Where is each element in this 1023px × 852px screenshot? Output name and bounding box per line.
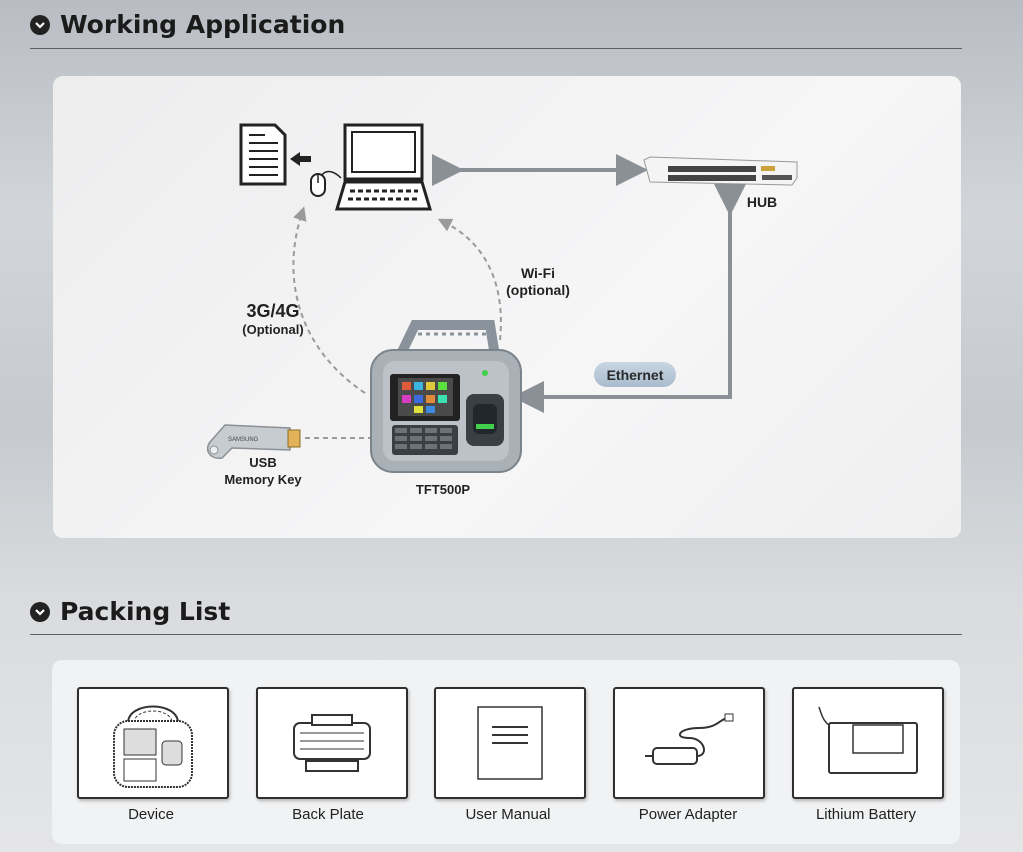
packing-item-power-adapter	[613, 687, 765, 799]
network-switch-icon	[643, 156, 798, 186]
working-application-title: Working Application	[60, 10, 346, 39]
cellular-label-line2: (Optional)	[242, 322, 304, 337]
wifi-label-line2: (optional)	[506, 282, 570, 298]
packing-item-lithium-battery	[792, 687, 944, 799]
chevron-down-icon[interactable]	[30, 14, 50, 35]
device-label: TFT500P	[415, 482, 471, 497]
chevron-down-icon[interactable]	[30, 601, 50, 622]
usb-key-icon: SAMSUNG	[206, 424, 301, 459]
packing-list-title: Packing List	[60, 597, 231, 626]
divider	[30, 634, 962, 635]
usb-label-line1: USB	[249, 455, 277, 470]
computer-icon	[334, 123, 433, 211]
arrow-left-icon	[290, 152, 311, 166]
packing-item-user-manual	[434, 687, 586, 799]
hub-label: HUB	[746, 194, 778, 210]
packing-item-power-adapter-label: Power Adapter	[638, 806, 738, 823]
packing-item-device	[77, 687, 229, 799]
packing-item-user-manual-label: User Manual	[465, 806, 551, 823]
wifi-label-line1: Wi-Fi	[520, 265, 556, 281]
packing-item-device-label: Device	[128, 806, 174, 823]
divider	[30, 48, 962, 49]
back-plate-icon	[293, 714, 371, 772]
packing-item-lithium-battery-label: Lithium Battery	[815, 806, 917, 823]
document-icon	[239, 123, 287, 186]
wifi-label: Wi-Fi (optional)	[496, 265, 580, 299]
power-adapter-icon	[645, 713, 734, 765]
usb-label: USB Memory Key	[211, 454, 315, 488]
cellular-label: 3G/4G (Optional)	[228, 301, 318, 338]
terminal-device-icon	[370, 320, 522, 473]
packing-item-back-plate	[256, 687, 408, 799]
section-title-working-application: Working Application	[30, 10, 345, 39]
manual-icon	[477, 706, 543, 780]
device-icon	[113, 705, 193, 788]
svg-text:SAMSUNG: SAMSUNG	[228, 437, 259, 443]
ethernet-badge: Ethernet	[594, 362, 676, 387]
packing-item-back-plate-label: Back Plate	[292, 806, 364, 823]
cellular-label-line1: 3G/4G	[246, 301, 300, 321]
usb-label-line2: Memory Key	[224, 472, 302, 487]
mouse-icon	[310, 170, 342, 197]
section-title-packing-list: Packing List	[30, 597, 230, 626]
battery-icon	[818, 706, 918, 774]
